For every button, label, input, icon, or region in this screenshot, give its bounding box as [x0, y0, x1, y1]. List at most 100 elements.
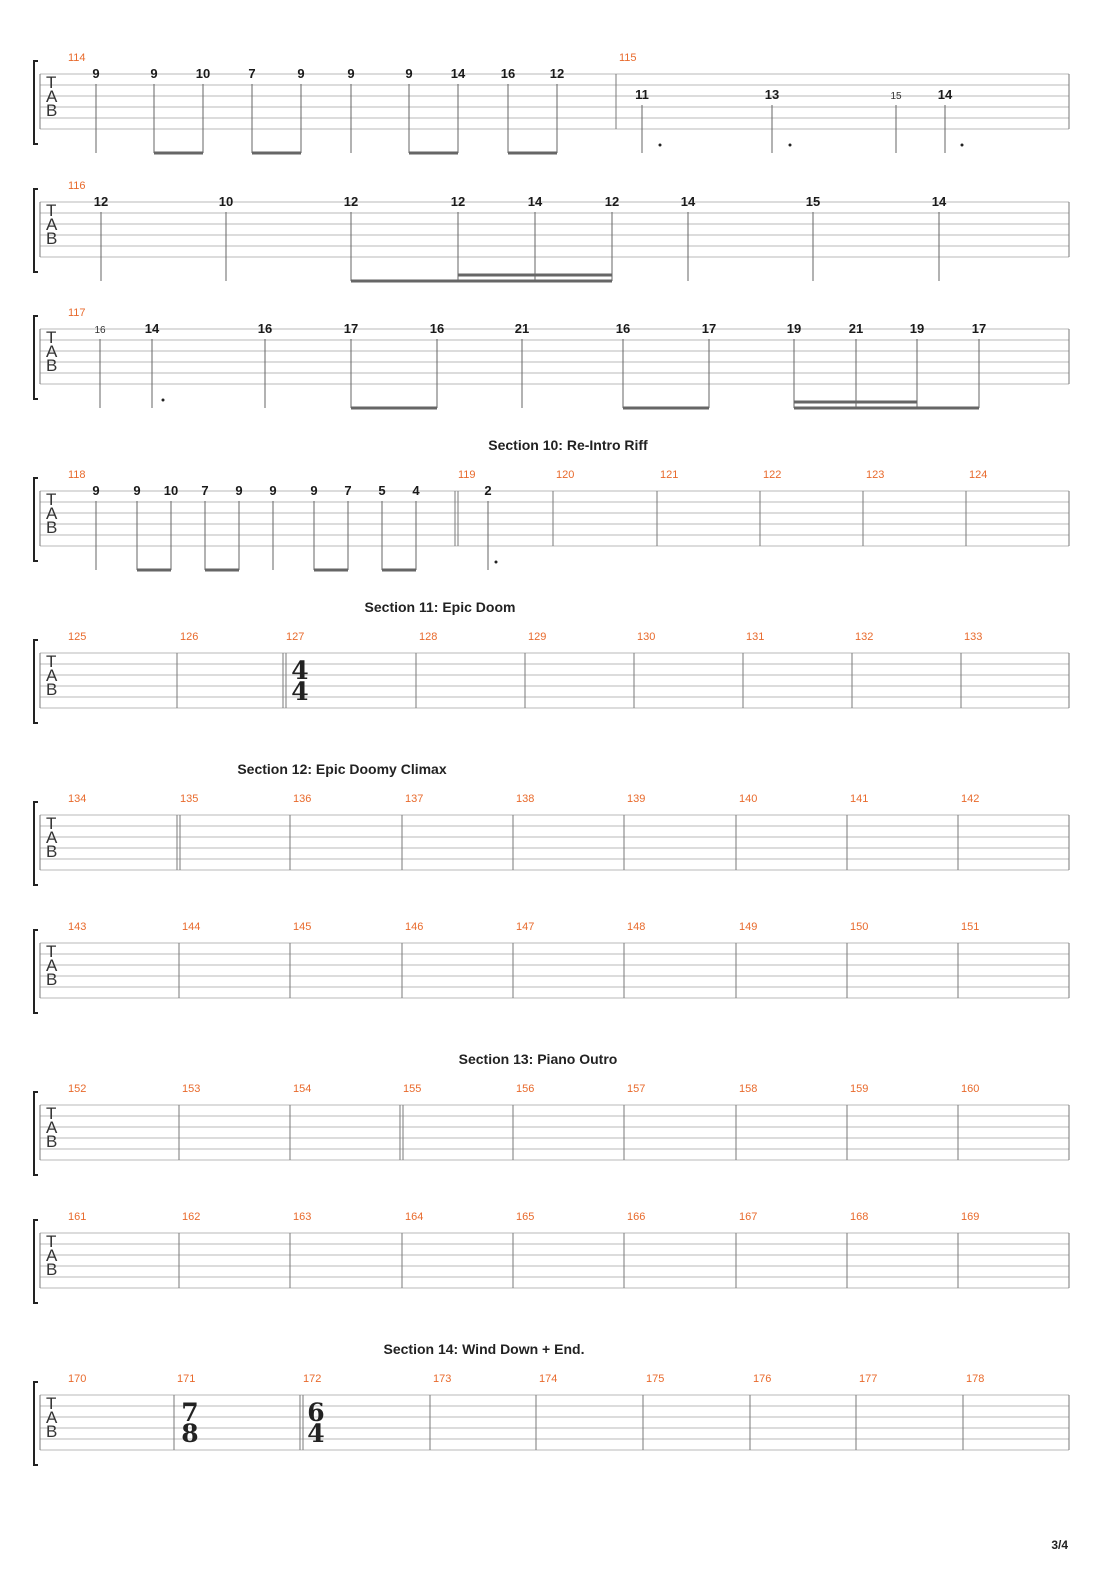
page-number: 3/4	[1051, 1538, 1068, 1552]
fret-number: 14	[932, 194, 947, 209]
measure-number: 156	[516, 1083, 534, 1095]
fret-number: 10	[164, 483, 178, 498]
fret-number: 12	[344, 194, 358, 209]
tab-clef-letter: A	[46, 666, 58, 685]
measure-number: 121	[660, 469, 678, 481]
tab-clef-letter: T	[46, 814, 56, 833]
time-signature-bottom: 8	[181, 1419, 198, 1448]
measure-number: 147	[516, 921, 534, 933]
measure-number: 154	[293, 1083, 311, 1095]
tab-clef-letter: B	[46, 1422, 57, 1441]
tab-clef-letter: A	[46, 215, 58, 234]
fret-number: 16	[501, 66, 515, 81]
tab-clef-letter: T	[46, 73, 56, 92]
rhythm-dot	[494, 560, 498, 564]
measure-number: 123	[866, 469, 884, 481]
fret-number: 9	[92, 483, 99, 498]
measure-number: 171	[177, 1373, 195, 1385]
fret-number: 17	[344, 321, 358, 336]
time-signature-top: 7	[181, 1398, 198, 1427]
measure-number: 115	[619, 52, 637, 64]
measure-number: 136	[293, 793, 311, 805]
measure-number: 167	[739, 1211, 757, 1223]
time-signature-top: 6	[307, 1398, 324, 1427]
section-title: Section 13: Piano Outro	[459, 1051, 618, 1067]
section-title: Section 11: Epic Doom	[365, 599, 516, 615]
fret-number: 19	[910, 321, 924, 336]
tab-clef-letter: A	[46, 342, 58, 361]
measure-number: 133	[964, 631, 982, 643]
measure-number: 132	[855, 631, 873, 643]
fret-number: 12	[451, 194, 465, 209]
fret-number: 9	[235, 483, 242, 498]
measure-number: 145	[293, 921, 311, 933]
time-signature-bottom: 4	[307, 1419, 324, 1448]
fret-number: 17	[972, 321, 986, 336]
tab-clef-letter: T	[46, 1394, 56, 1413]
fret-number: 9	[92, 66, 99, 81]
measure-number: 165	[516, 1211, 534, 1223]
measure-number: 158	[739, 1083, 757, 1095]
time-signature-bottom: 4	[291, 677, 308, 706]
fret-number: 7	[248, 66, 255, 81]
measure-number: 134	[68, 793, 86, 805]
measure-number: 168	[850, 1211, 868, 1223]
fret-number: 12	[550, 66, 564, 81]
fret-number: 14	[451, 66, 466, 81]
rhythm-dot	[658, 143, 662, 147]
measure-number: 139	[627, 793, 645, 805]
fret-number: 9	[269, 483, 276, 498]
measure-number: 176	[753, 1373, 771, 1385]
fret-number: 14	[938, 87, 953, 102]
measure-number: 146	[405, 921, 423, 933]
measure-number: 148	[627, 921, 645, 933]
measure-number: 120	[556, 469, 574, 481]
fret-number: 7	[344, 483, 351, 498]
tab-clef-letter: A	[46, 504, 58, 523]
measure-number: 141	[850, 793, 868, 805]
measure-number: 127	[286, 631, 304, 643]
tab-clef-letter: B	[46, 101, 57, 120]
measure-number: 124	[969, 469, 987, 481]
rhythm-dot	[161, 398, 165, 402]
measure-number: 144	[182, 921, 200, 933]
measure-number: 130	[637, 631, 655, 643]
measure-number: 159	[850, 1083, 868, 1095]
tab-clef-letter: B	[46, 1132, 57, 1151]
measure-number: 169	[961, 1211, 979, 1223]
measure-number: 137	[405, 793, 423, 805]
measure-number: 118	[68, 469, 86, 481]
measure-number: 153	[182, 1083, 200, 1095]
tab-clef-letter: B	[46, 680, 57, 699]
section-title: Section 12: Epic Doomy Climax	[237, 761, 446, 777]
fret-number: 16	[430, 321, 444, 336]
measure-number: 157	[627, 1083, 645, 1095]
tab-clef-letter: A	[46, 828, 58, 847]
fret-number: 21	[849, 321, 863, 336]
fret-number: 9	[150, 66, 157, 81]
system-bracket	[33, 1091, 38, 1176]
measure-number: 117	[68, 307, 86, 319]
measure-number: 175	[646, 1373, 664, 1385]
system-bracket	[33, 60, 38, 145]
measure-number: 172	[303, 1373, 321, 1385]
fret-number: 11	[635, 87, 649, 102]
fret-number: 9	[347, 66, 354, 81]
tab-clef-letter: A	[46, 1118, 58, 1137]
measure-number: 173	[433, 1373, 451, 1385]
fret-number: 2	[484, 483, 491, 498]
tab-clef-letter: T	[46, 328, 56, 347]
fret-number: 5	[378, 483, 385, 498]
measure-number: 122	[763, 469, 781, 481]
measure-number: 140	[739, 793, 757, 805]
fret-number: 16	[258, 321, 272, 336]
measure-number: 135	[180, 793, 198, 805]
system-bracket	[33, 1381, 38, 1466]
fret-number: 21	[515, 321, 529, 336]
section-title: Section 10: Re-Intro Riff	[488, 437, 648, 453]
measure-number: 151	[961, 921, 979, 933]
tab-clef-letter: A	[46, 87, 58, 106]
measure-number: 177	[859, 1373, 877, 1385]
measure-number: 143	[68, 921, 86, 933]
fret-number: 12	[94, 194, 108, 209]
